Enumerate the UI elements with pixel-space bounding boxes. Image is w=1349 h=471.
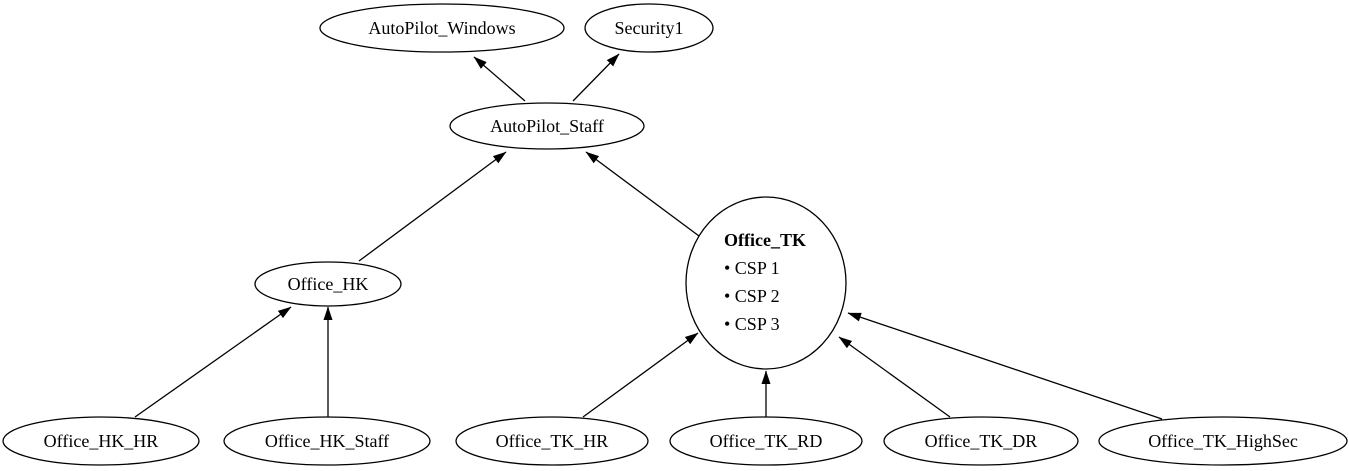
node-security1-label: Security1 <box>615 18 684 38</box>
node-office-tk-rd-label: Office_TK_RD <box>710 431 823 451</box>
edge-officehkhr-to-officehk <box>134 306 292 418</box>
node-office-hk-shape <box>254 261 402 307</box>
node-office-tk-hr-label: Office_TK_HR <box>496 431 609 451</box>
node-office-tk-dr-shape <box>883 416 1079 466</box>
edge-autopilotstaff-to-autopilotwindows <box>473 56 526 102</box>
node-office-tk-hr: Office_TK_HR <box>455 416 649 466</box>
node-autopilot-staff-label: AutoPilot_Staff <box>490 116 604 136</box>
node-office-tk-title: Office_TK <box>724 230 806 250</box>
node-office-hk-hr-label: Office_HK_HR <box>44 431 159 451</box>
node-security1: Security1 <box>584 3 714 53</box>
edge-officetkdr-to-officetk <box>838 336 951 418</box>
node-office-tk-highsec: Office_TK_HighSec <box>1098 416 1348 466</box>
node-office-hk: Office_HK <box>254 261 402 307</box>
node-office-tk-bullet-2: • CSP 2 <box>724 286 780 306</box>
node-autopilot-windows-label: AutoPilot_Windows <box>368 18 515 38</box>
node-office-hk-label: Office_HK <box>288 274 369 294</box>
node-office-tk-hr-shape <box>455 416 649 466</box>
edge-autopilotstaff-to-security1 <box>572 53 620 102</box>
node-autopilot-windows-shape <box>319 3 565 53</box>
node-office-hk-hr: Office_HK_HR <box>2 416 200 466</box>
edge-officetkhighsec-to-officetk <box>847 312 1163 420</box>
node-office-tk-rd-shape <box>669 416 863 466</box>
node-office-tk: Office_TK • CSP 1 • CSP 2 • CSP 3 <box>685 196 847 370</box>
edge-officetkhr-to-officetk <box>582 332 699 418</box>
node-autopilot-staff-shape <box>449 102 645 150</box>
edge-officetk-to-autopilotstaff <box>585 151 700 237</box>
edge-officehk-to-autopilotstaff <box>358 151 507 262</box>
node-office-hk-staff-shape <box>223 416 431 466</box>
node-office-hk-staff-label: Office_HK_Staff <box>265 431 389 451</box>
node-security1-shape <box>584 3 714 53</box>
node-office-tk-dr: Office_TK_DR <box>883 416 1079 466</box>
node-autopilot-windows: AutoPilot_Windows <box>319 3 565 53</box>
node-office-tk-highsec-shape <box>1098 416 1348 466</box>
node-autopilot-staff: AutoPilot_Staff <box>449 102 645 150</box>
node-office-tk-highsec-label: Office_TK_HighSec <box>1148 431 1298 451</box>
node-office-hk-staff: Office_HK_Staff <box>223 416 431 466</box>
node-office-tk-bullet-3: • CSP 3 <box>724 314 780 334</box>
node-office-hk-hr-shape <box>2 416 200 466</box>
node-office-tk-dr-label: Office_TK_DR <box>925 431 1038 451</box>
node-office-tk-rd: Office_TK_RD <box>669 416 863 466</box>
node-office-tk-bullet-1: • CSP 1 <box>724 258 780 278</box>
node-office-tk-shape <box>685 196 847 370</box>
